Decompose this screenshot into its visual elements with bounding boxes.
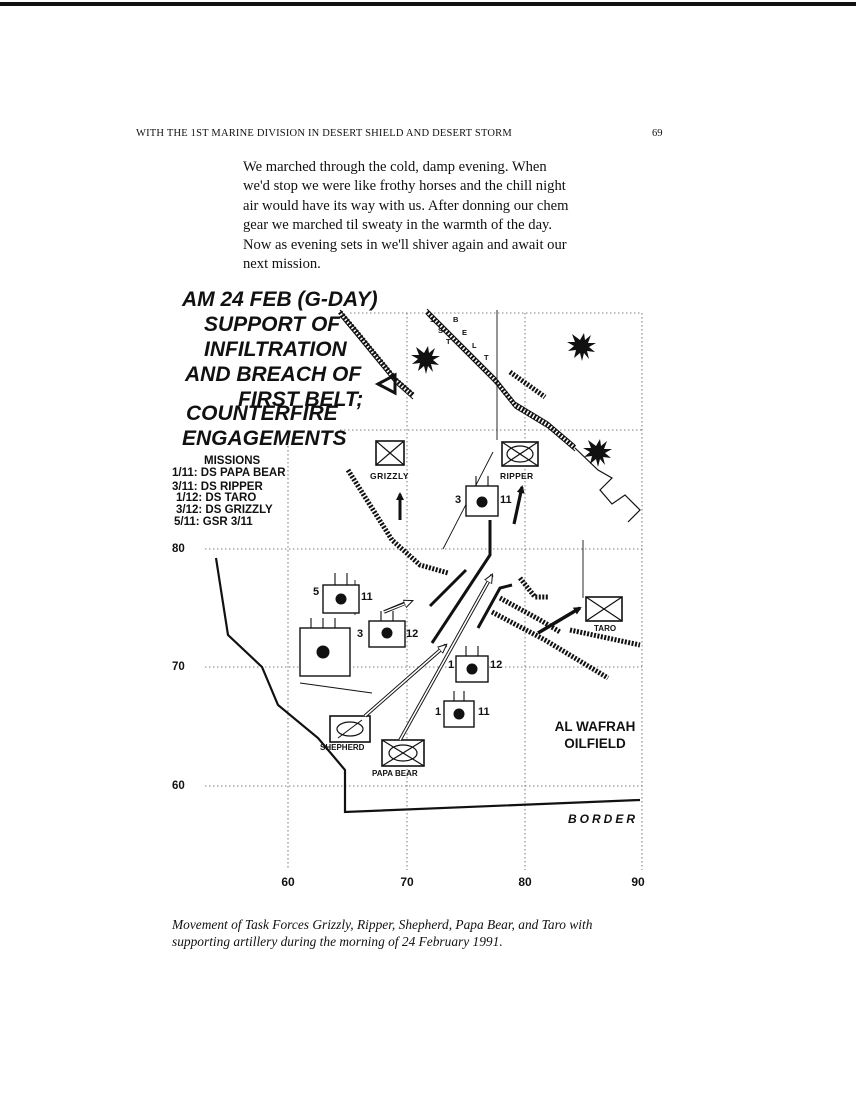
body-paragraph: We marched through the cold, damp evenin… (243, 158, 663, 274)
artillery-3-12: 3 12 (357, 611, 418, 648)
x-tick-label: 60 (281, 875, 295, 889)
border-label: BORDER (568, 812, 638, 826)
x-tick-label: 70 (400, 875, 414, 889)
artillery-5-11: 5 11 (313, 573, 373, 614)
page-number: 69 (652, 128, 663, 139)
unit-id-right: 12 (490, 659, 502, 671)
y-tick-label: 80 (172, 543, 185, 555)
map-title-line: COUNTERFIRE (186, 402, 339, 425)
x-tick-label: 80 (518, 875, 532, 889)
mission-item: 5/11: GSR 3/11 (174, 516, 253, 528)
unit-label-ripper: RIPPER (500, 471, 533, 481)
y-tick-labels: 80 70 60 (172, 543, 185, 792)
map-title-line: FIRST BELT; (238, 388, 363, 411)
artillery-1-11: 1 11 (435, 691, 490, 728)
explosion-icon (411, 346, 440, 374)
y-tick-label: 70 (172, 661, 185, 673)
place-label-oilfield: AL WAFRAH OILFIELD (555, 719, 636, 751)
mission-item: 1/11: DS PAPA BEAR (172, 467, 286, 479)
task-force-shepherd: SHEPHERD (320, 645, 446, 752)
body-line: We marched through the cold, damp evenin… (243, 159, 547, 175)
task-force-grizzly: GRIZZLY (370, 440, 409, 520)
obstacle-belts (338, 308, 641, 681)
mission-item: 1/12: DS TARO (176, 492, 256, 504)
figure-caption: Movement of Task Forces Grizzly, Ripper,… (172, 916, 692, 950)
y-tick-label: 60 (172, 780, 185, 792)
mission-item: 3/12: DS GRIZZLY (176, 504, 273, 516)
caption-line: supporting artillery during the morning … (172, 934, 503, 949)
map-grid (205, 312, 643, 870)
belt-letter: L (472, 341, 477, 350)
border-line (214, 557, 641, 814)
body-line: next mission. (243, 256, 321, 273)
body-line: air would have its way with us. After do… (243, 197, 569, 214)
belt-letter: T (484, 353, 489, 362)
map-title-line: SUPPORT OF (204, 313, 341, 336)
body-line: gear we marched til sweaty in the warmth… (243, 217, 553, 234)
unit-label-papa-bear: PAPA BEAR (372, 769, 418, 778)
map-title-line: AM 24 FEB (G-DAY) (181, 288, 378, 311)
map-title-line: AND BREACH OF (184, 363, 362, 386)
belt-letter: T (446, 337, 451, 346)
explosion-icon (567, 333, 596, 361)
belt-letter: E (462, 328, 467, 337)
missions-list: MISSIONS 1/11: DS PAPA BEAR 3/11: DS RIP… (172, 455, 286, 528)
x-tick-labels: 60 70 80 90 (281, 875, 645, 889)
map-title-line: INFILTRATION (204, 338, 348, 361)
body-line: we'd stop we were like frothy horses and… (243, 178, 566, 195)
body-line: Now as evening sets in we'll shiver agai… (243, 236, 567, 253)
x-tick-label: 90 (631, 875, 645, 889)
place-label-line: AL WAFRAH (555, 719, 636, 734)
unit-id-right: 11 (361, 591, 373, 603)
missions-heading: MISSIONS (204, 455, 261, 467)
map-title-line: ENGAGEMENTS (182, 427, 347, 450)
top-rule (0, 2, 856, 6)
triangle-marker-icon (374, 372, 397, 396)
task-force-papa-bear: PAPA BEAR (372, 575, 494, 778)
unit-id-left: 1 (435, 706, 441, 718)
artillery-block (299, 618, 351, 677)
unit-id-left: 3 (357, 628, 363, 640)
unit-label-shepherd: SHEPHERD (320, 743, 365, 752)
place-label-line: OILFIELD (564, 736, 626, 751)
unit-label-grizzly: GRIZZLY (370, 471, 409, 481)
artillery-1-12: 1 12 (448, 646, 502, 683)
belt-letter: 1 (430, 315, 434, 324)
explosion-icon (583, 439, 612, 467)
unit-id-right: 11 (500, 494, 512, 506)
caption-line: Movement of Task Forces Grizzly, Ripper,… (172, 917, 593, 932)
task-force-taro: TARO (537, 596, 623, 635)
map-title: AM 24 FEB (G-DAY) SUPPORT OF INFILTRATIO… (181, 288, 378, 450)
task-force-ripper: RIPPER (500, 441, 539, 525)
unit-id-right: 11 (478, 706, 490, 718)
belt-letter: S (438, 326, 443, 335)
belt-label: 1 S T B E L T (430, 315, 489, 362)
movement-lines (383, 520, 513, 644)
unit-id-right: 12 (406, 628, 418, 640)
belt-letter: B (453, 315, 459, 324)
running-head: WITH THE 1ST MARINE DIVISION IN DESERT S… (136, 128, 512, 139)
mission-item: 3/11: DS RIPPER (172, 481, 263, 493)
unit-id-left: 1 (448, 659, 454, 671)
unit-id-left: 3 (455, 494, 461, 506)
unit-label-taro: TARO (594, 624, 616, 633)
artillery-3-11: 3 11 (455, 476, 512, 517)
unit-id-left: 5 (313, 586, 319, 598)
